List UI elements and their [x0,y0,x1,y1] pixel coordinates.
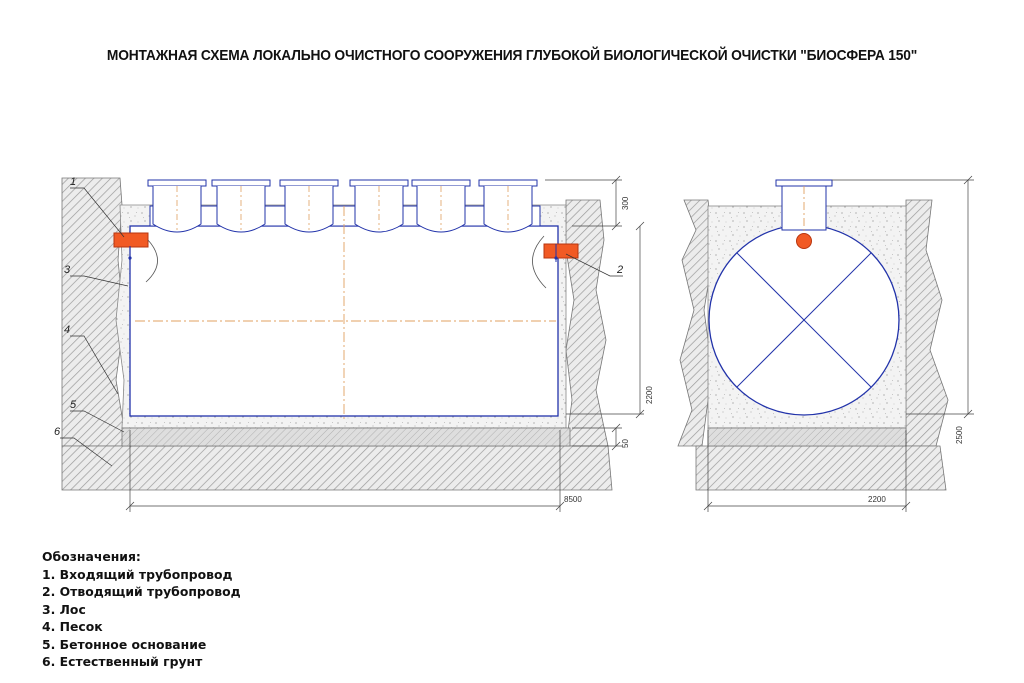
dim-tank-height: 2200 [645,386,654,404]
dim-base-thickness: 50 [621,439,630,448]
callout-5: 5 [70,399,77,411]
callout-6: 6 [54,426,61,438]
front-neck-bar [149,205,541,227]
dimension-lines [125,175,974,512]
side-view [677,179,949,491]
legend-item-concrete-base: 5. Бетонное основание [42,636,207,652]
dim-wall-height-top: 300 [621,196,630,210]
front-manholes [147,179,538,233]
legend-item-sand: 4. Песок [42,619,103,634]
legend-item-inlet-pipe: 1. Входящий трубопровод [42,566,233,582]
manhole-lid [147,179,207,187]
manhole-lid [279,179,339,187]
legend-item-los: 3. Лос [42,601,86,617]
manhole-lid [478,179,538,187]
legend: Обозначения: 1. Входящий трубопровод 2. … [42,548,241,671]
side-tank-cross-2 [736,252,872,388]
front-ground-bottom [61,445,613,491]
manhole-lid [349,179,409,187]
inlet-sweep-curve [145,239,158,283]
callout-4: 4 [64,324,70,336]
dim-width-total: 2200 [868,495,886,504]
side-pipe-marker [796,233,812,249]
callout-3: 3 [64,264,71,276]
dim-length-total: 8500 [564,495,582,504]
side-ground-bottom [695,445,947,491]
front-concrete-base [121,427,571,447]
callout-2: 2 [616,264,623,276]
outlet-sweep-curve [532,235,547,289]
dim-height-total: 2500 [955,426,964,444]
front-ground-right [565,199,609,447]
outlet-pipe-marker [543,243,579,259]
legend-heading: Обозначения: [42,549,141,564]
legend-item-outlet-pipe: 2. Отводящий трубопровод [42,584,241,599]
drawing-title: МОНТАЖНАЯ СХЕМА ЛОКАЛЬНО ОЧИСТНОГО СООРУ… [106,47,918,64]
manhole-lid [411,179,471,187]
side-ground-right [905,199,949,447]
legend-item-natural-ground: 6. Естественный грунт [42,654,203,669]
callout-leaders [60,187,623,467]
inlet-pipe-marker [113,232,149,248]
side-lid [775,179,833,187]
manhole-lid [211,179,271,187]
front-view [61,177,613,491]
side-concrete-base [707,427,907,447]
callout-1: 1 [70,176,76,188]
